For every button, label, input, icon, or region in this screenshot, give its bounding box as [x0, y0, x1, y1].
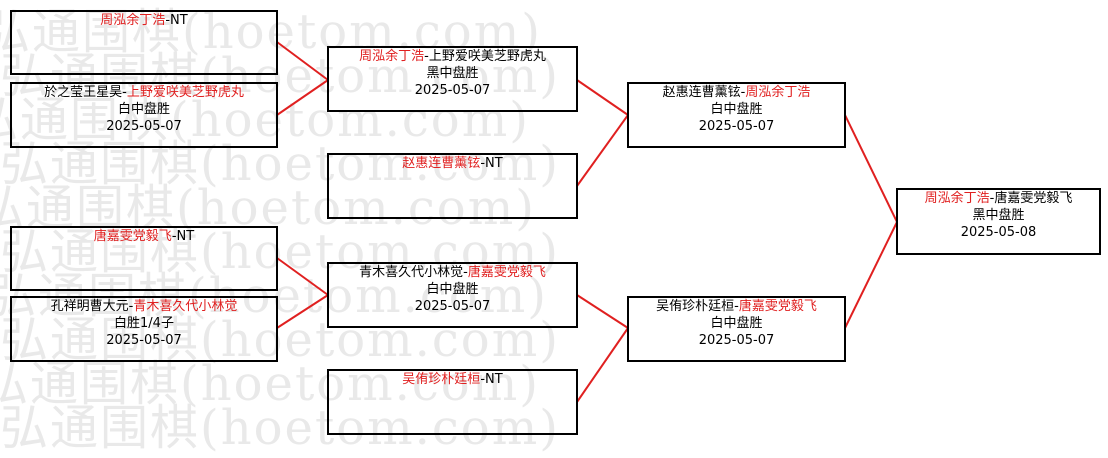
player-1: 吴侑珍朴廷桓 — [402, 372, 481, 387]
connector-line — [276, 41, 329, 81]
match-players: 赵惠连曹薰铉-NT — [329, 155, 576, 172]
separator: - — [740, 85, 746, 100]
match-players: 周泓余丁浩-唐嘉雯党毅飞 — [898, 190, 1099, 207]
connector-line — [844, 221, 898, 329]
match-players: 青木喜久代小林觉-唐嘉雯党毅飞 — [329, 264, 576, 281]
match-players: 唐嘉雯党毅飞-NT — [12, 228, 276, 245]
player-2: 上野爱咲美芝野虎丸 — [428, 49, 546, 64]
connector-line — [576, 79, 629, 116]
player-1: 周泓余丁浩 — [359, 49, 425, 64]
separator: - — [463, 265, 468, 280]
connector-line — [276, 294, 329, 329]
connector-line — [576, 327, 629, 403]
separator: - — [734, 299, 739, 314]
connector-line — [576, 114, 629, 187]
connector-line — [576, 294, 629, 329]
separator: - — [424, 49, 429, 64]
match-date: 2025-05-07 — [698, 333, 775, 348]
match-box-round1-3: 唐嘉雯党毅飞-NT — [10, 226, 278, 291]
match-date: 2025-05-07 — [414, 299, 491, 314]
match-box-round3-2: 吴侑珍朴廷桓-唐嘉雯党毅飞 白中盘胜 2025-05-07 — [627, 296, 846, 362]
connector-line — [276, 79, 329, 116]
match-result: 白胜1/4子 — [114, 316, 174, 331]
match-result: 白中盘胜 — [710, 102, 763, 117]
player-1: 於之莹王星昊 — [44, 85, 123, 100]
match-box-round1-1: 周泓余丁浩-NT — [10, 10, 278, 75]
match-players: 孔祥明曹大元-青木喜久代小林觉 — [12, 298, 276, 315]
separator: - — [171, 229, 177, 244]
match-box-round3-1: 赵惠连曹薰铉-周泓余丁浩 白中盘胜 2025-05-07 — [627, 82, 846, 148]
match-result: 白中盘胜 — [710, 316, 763, 331]
player-2: 唐嘉雯党毅飞 — [738, 299, 817, 314]
separator: - — [480, 156, 486, 171]
match-box-round2-4: 吴侑珍朴廷桓-NT — [327, 369, 578, 435]
player-2: NT — [485, 372, 503, 387]
match-date: 2025-05-08 — [960, 225, 1037, 240]
match-result: 黑中盘胜 — [426, 66, 479, 81]
bracket-connectors — [276, 41, 898, 403]
match-box-final: 周泓余丁浩-唐嘉雯党毅飞 黑中盘胜 2025-05-08 — [896, 188, 1101, 255]
player-2: NT — [170, 13, 188, 28]
separator: - — [480, 372, 486, 387]
player-1: 吴侑珍朴廷桓 — [656, 299, 735, 314]
match-players: 周泓余丁浩-NT — [12, 12, 276, 29]
match-players: 吴侑珍朴廷桓-NT — [329, 371, 576, 388]
match-players: 吴侑珍朴廷桓-唐嘉雯党毅飞 — [629, 298, 844, 315]
match-players: 於之莹王星昊-上野爱咲美芝野虎丸 — [12, 84, 276, 101]
player-2: 青木喜久代小林觉 — [133, 299, 238, 314]
player-1: 赵惠连曹薰铉 — [402, 156, 481, 171]
match-box-round2-1: 周泓余丁浩-上野爱咲美芝野虎丸 黑中盘胜 2025-05-07 — [327, 46, 578, 112]
match-result: 白中盘胜 — [117, 102, 170, 117]
match-box-round1-2: 於之莹王星昊-上野爱咲美芝野虎丸 白中盘胜 2025-05-07 — [10, 82, 278, 148]
match-box-round2-2: 赵惠连曹薰铉-NT — [327, 153, 578, 219]
player-1: 周泓余丁浩 — [924, 191, 990, 206]
player-2: 周泓余丁浩 — [745, 85, 811, 100]
match-date: 2025-05-07 — [698, 119, 775, 134]
separator: - — [165, 13, 171, 28]
player-2: 上野爱咲美芝野虎丸 — [126, 85, 244, 100]
player-1: 唐嘉雯党毅飞 — [93, 229, 172, 244]
separator: - — [122, 85, 127, 100]
player-1: 赵惠连曹薰铉 — [662, 85, 741, 100]
match-box-round2-3: 青木喜久代小林觉-唐嘉雯党毅飞 白中盘胜 2025-05-07 — [327, 262, 578, 328]
connector-line — [844, 114, 898, 223]
match-players: 周泓余丁浩-上野爱咲美芝野虎丸 — [329, 48, 576, 65]
player-2: 唐嘉雯党毅飞 — [467, 265, 546, 280]
player-2: NT — [485, 156, 503, 171]
player-1: 青木喜久代小林觉 — [359, 265, 464, 280]
match-box-round1-4: 孔祥明曹大元-青木喜久代小林觉 白胜1/4子 2025-05-07 — [10, 296, 278, 362]
connector-line — [276, 257, 329, 296]
player-2: 唐嘉雯党毅飞 — [994, 191, 1073, 206]
match-date: 2025-05-07 — [106, 119, 182, 134]
match-players: 赵惠连曹薰铉-周泓余丁浩 — [629, 84, 844, 101]
separator: - — [128, 299, 134, 314]
match-result: 黑中盘胜 — [972, 208, 1025, 223]
player-2: NT — [176, 229, 195, 244]
separator: - — [989, 191, 995, 206]
match-date: 2025-05-07 — [106, 333, 182, 348]
player-1: 周泓余丁浩 — [100, 13, 166, 28]
match-date: 2025-05-07 — [414, 83, 491, 98]
match-result: 白中盘胜 — [426, 282, 479, 297]
player-1: 孔祥明曹大元 — [50, 299, 129, 314]
